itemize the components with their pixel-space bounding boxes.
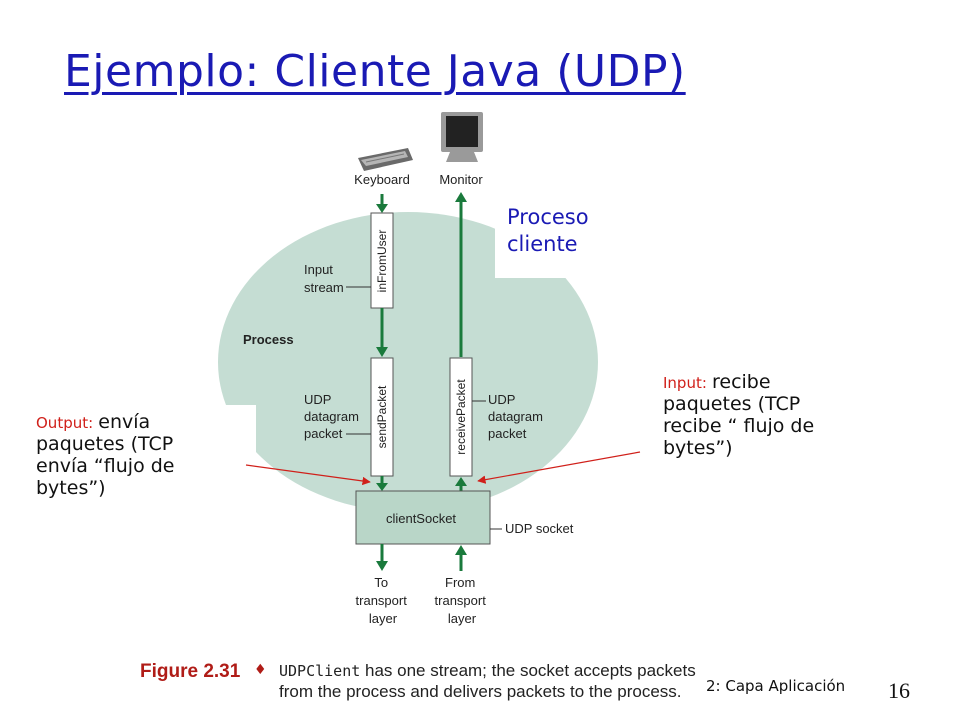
proceso-cliente-label: Proceso cliente: [507, 204, 589, 259]
arrow-send-to-socket: [376, 476, 388, 491]
cliente-line: cliente: [507, 232, 578, 257]
receive-packet-box: [449, 357, 473, 477]
udp-socket-label: UDP socket: [505, 521, 574, 536]
arrow-receive-to-monitor: [455, 192, 467, 357]
to-transport-label: To transport layer: [356, 575, 411, 626]
arrow-socket-to-receive: [455, 477, 467, 491]
output-annotation-line: envía “flujo de: [36, 454, 175, 477]
client-socket-label: clientSocket: [386, 511, 456, 526]
blob-cutout-left: [200, 405, 256, 495]
output-annotation-line: paquetes (TCP: [36, 432, 174, 455]
diamond-icon: ♦: [254, 662, 267, 678]
caption-code: UDPClient: [279, 662, 361, 680]
monitor-icon: [441, 112, 483, 162]
input-annotation-line: bytes”): [663, 436, 733, 459]
arrow-keyboard-to-input: [376, 194, 388, 213]
caption-line-1: has one stream; the socket accepts packe…: [360, 661, 696, 680]
send-packet-label: sendPacket: [375, 385, 389, 448]
client-socket-box: [355, 490, 491, 545]
chapter-footer: 2: Capa Aplicación: [706, 677, 846, 695]
input-pointer-arrow: [477, 451, 641, 484]
input-stream-label: Input stream: [304, 262, 344, 295]
figure-label: Figure 2.31: [140, 661, 241, 682]
output-annotation-first: envía: [98, 411, 151, 433]
arrow-transport-to-socket: [455, 545, 467, 571]
arrow-socket-to-transport: [376, 544, 388, 571]
input-annotation-line: paquetes (TCP: [663, 392, 801, 415]
keyboard-label: Keyboard: [354, 172, 410, 187]
output-annotation-line: bytes”): [36, 476, 106, 499]
blob-cutout-right: [495, 200, 605, 278]
monitor-label: Monitor: [439, 172, 483, 187]
input-annotation: Input: recibe paquetes (TCP recibe “ flu…: [663, 371, 815, 459]
from-transport-label: From transport layer: [435, 575, 490, 626]
in-from-user-label: inFromUser: [375, 230, 389, 293]
udp-packet-right-label: UDP datagram packet: [488, 392, 547, 441]
output-annotation: Output: envía paquetes (TCP envía “flujo…: [36, 411, 175, 499]
input-annotation-first: recibe: [712, 371, 771, 393]
figure-caption: UDPClient has one stream; the socket acc…: [279, 660, 696, 703]
udp-packet-left-label: UDP datagram packet: [304, 392, 363, 441]
keyboard-icon: [358, 148, 413, 171]
process-region: [218, 212, 598, 512]
slide-title: Ejemplo: Cliente Java (UDP): [64, 46, 686, 97]
input-annotation-line: recibe “ flujo de: [663, 414, 815, 437]
caption-line-2: from the process and delivers packets to…: [279, 682, 682, 702]
page-number: 16: [888, 678, 910, 703]
output-pointer-arrow: [245, 464, 371, 486]
proceso-line: Proceso: [507, 205, 589, 229]
process-label: Process: [243, 332, 294, 347]
arrow-input-to-send: [376, 308, 388, 357]
receive-packet-label: receivePacket: [454, 379, 468, 455]
output-annotation-label: Output:: [36, 414, 94, 432]
input-annotation-label: Input:: [663, 374, 707, 392]
